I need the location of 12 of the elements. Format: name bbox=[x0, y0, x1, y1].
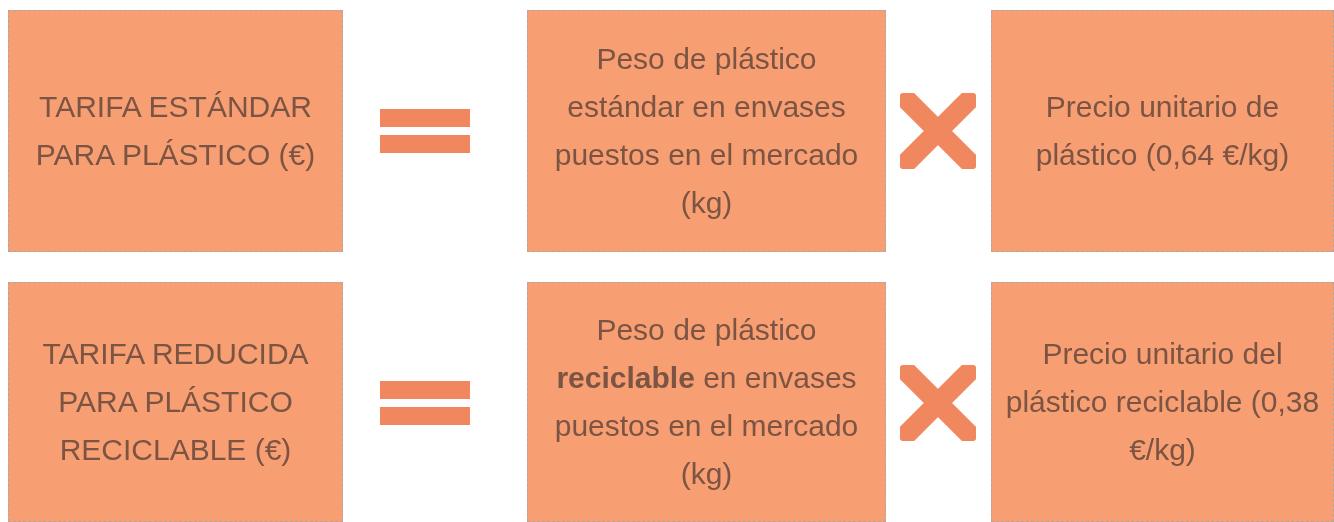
box-text: TARIFA REDUCIDA PARA PLÁSTICO RECICLABLE (€) bbox=[41, 336, 310, 468]
box-text: Precio unitario de plástico (0,64 €/kg) bbox=[1034, 89, 1291, 173]
formula-box bbox=[991, 282, 1334, 522]
box-text: Precio unitario del plástico reciclable (0,38 €/kg) bbox=[1004, 336, 1321, 468]
formula-box bbox=[991, 10, 1334, 252]
formula-box bbox=[527, 282, 886, 522]
box-text: TARIFA ESTÁNDAR PARA PLÁSTICO (€) bbox=[34, 89, 317, 173]
formula-box bbox=[8, 282, 343, 522]
formula-box bbox=[527, 10, 886, 252]
box-text: Peso de plástico estándar en envases puestos en el mercado (kg) bbox=[553, 41, 860, 221]
formula-box bbox=[8, 10, 343, 252]
box-text: Peso de plástico reciclable en envases puestos en el mercado (kg) bbox=[553, 312, 860, 492]
